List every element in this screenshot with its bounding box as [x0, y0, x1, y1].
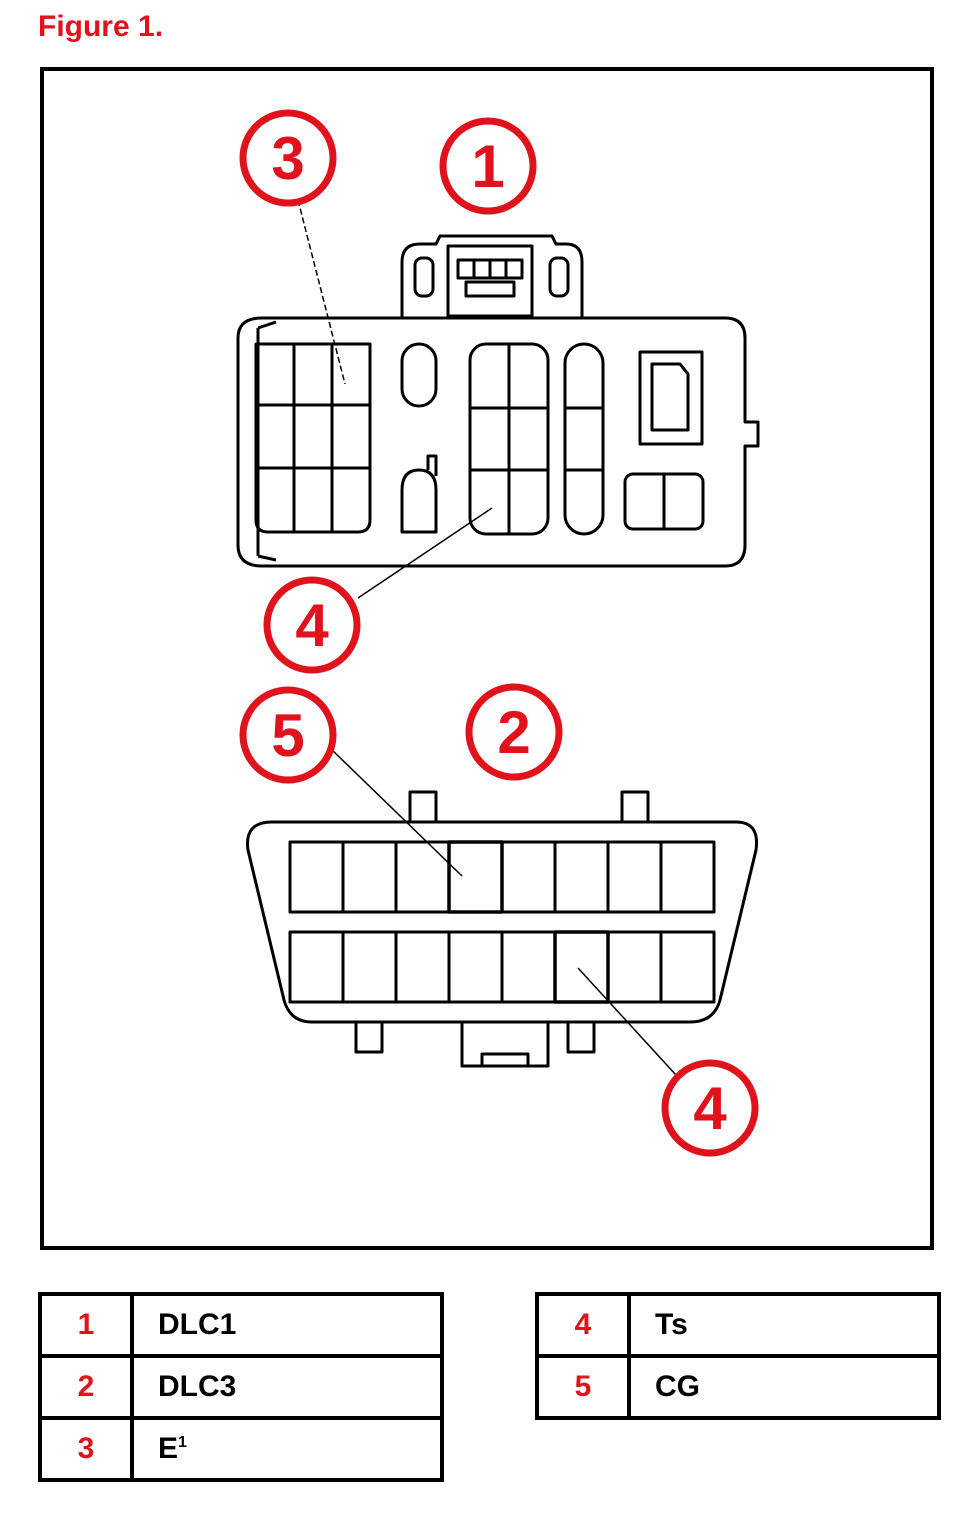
- legend-number: 5: [535, 1354, 631, 1420]
- legend-row: 2 DLC3: [38, 1354, 444, 1420]
- callout-5-label: 5: [271, 702, 304, 769]
- leader-line-5: [329, 747, 463, 877]
- legend-label: DLC3: [130, 1354, 444, 1420]
- figure-title: Figure 1.: [38, 10, 164, 43]
- legend-row: 5 CG: [535, 1354, 941, 1420]
- diagram-frame: [40, 67, 934, 1250]
- legend-label: Ts: [627, 1292, 941, 1358]
- legend-number: 3: [38, 1416, 134, 1482]
- leader-line-3: [297, 199, 346, 385]
- legend-number: 4: [535, 1292, 631, 1358]
- legend-number: 2: [38, 1354, 134, 1420]
- dlc3-connector: [246, 790, 759, 1068]
- legend-row: 3 E1: [38, 1416, 444, 1482]
- legend-table-left: 1 DLC1 2 DLC3 3 E1: [38, 1292, 444, 1482]
- dlc1-connector: [236, 234, 760, 568]
- leader-line-4-dlc3: [577, 967, 677, 1076]
- legend-label: CG: [627, 1354, 941, 1420]
- callout-2: [465, 683, 563, 781]
- callout-4-upper: [263, 576, 361, 674]
- legend-label: DLC1: [130, 1292, 444, 1358]
- callout-2-label: 2: [497, 699, 530, 766]
- callout-4-upper-label: 4: [295, 592, 329, 659]
- callout-3: [239, 109, 337, 207]
- callout-4-lower: [661, 1059, 759, 1157]
- legend-superscript: 1: [178, 1434, 187, 1451]
- callout-1-label: 1: [471, 133, 504, 200]
- legend-row: 1 DLC1: [38, 1292, 444, 1358]
- callout-4-lower-label: 4: [693, 1075, 727, 1142]
- legend-row: 4 Ts: [535, 1292, 941, 1358]
- legend-label: E1: [130, 1416, 444, 1482]
- callout-1: [439, 117, 537, 215]
- callout-5: [239, 686, 337, 784]
- leader-line-4-dlc1: [357, 507, 493, 599]
- legend-number: 1: [38, 1292, 134, 1358]
- callout-3-label: 3: [271, 125, 304, 192]
- legend-table-right: 4 Ts 5 CG: [535, 1292, 941, 1420]
